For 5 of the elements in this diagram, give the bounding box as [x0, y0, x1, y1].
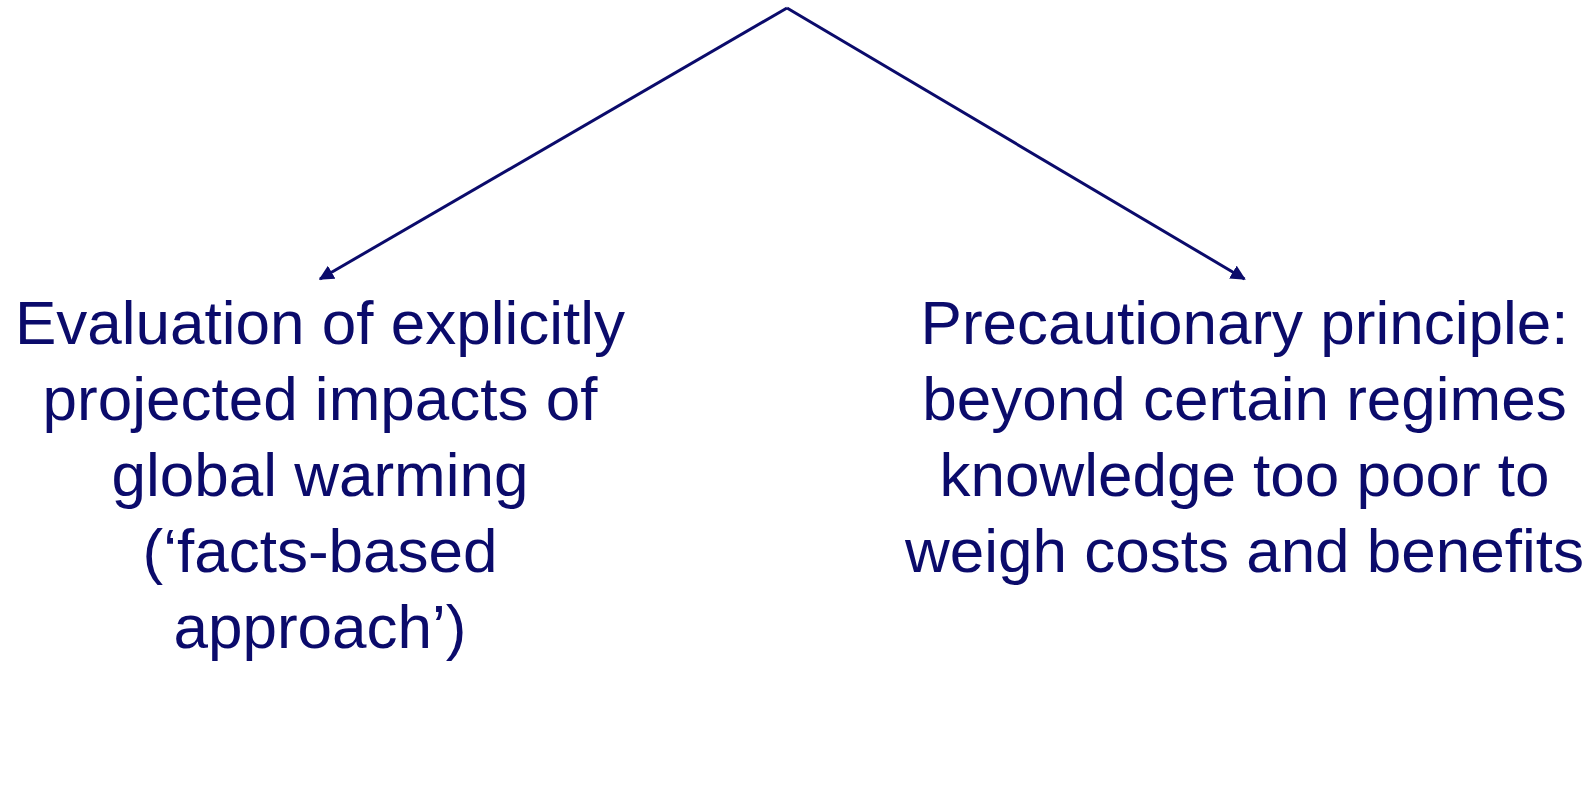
arrow [786, 6, 1246, 281]
arrow [318, 6, 788, 281]
node-note: (‘facts-based approach’) [141, 515, 499, 663]
node-text: Evaluation of explicitly projected impacts of global warming [14, 287, 626, 511]
node-text: Precautionary principle: beyond certain regimes knowledge too poor to weigh costs and benefits [905, 287, 1584, 587]
